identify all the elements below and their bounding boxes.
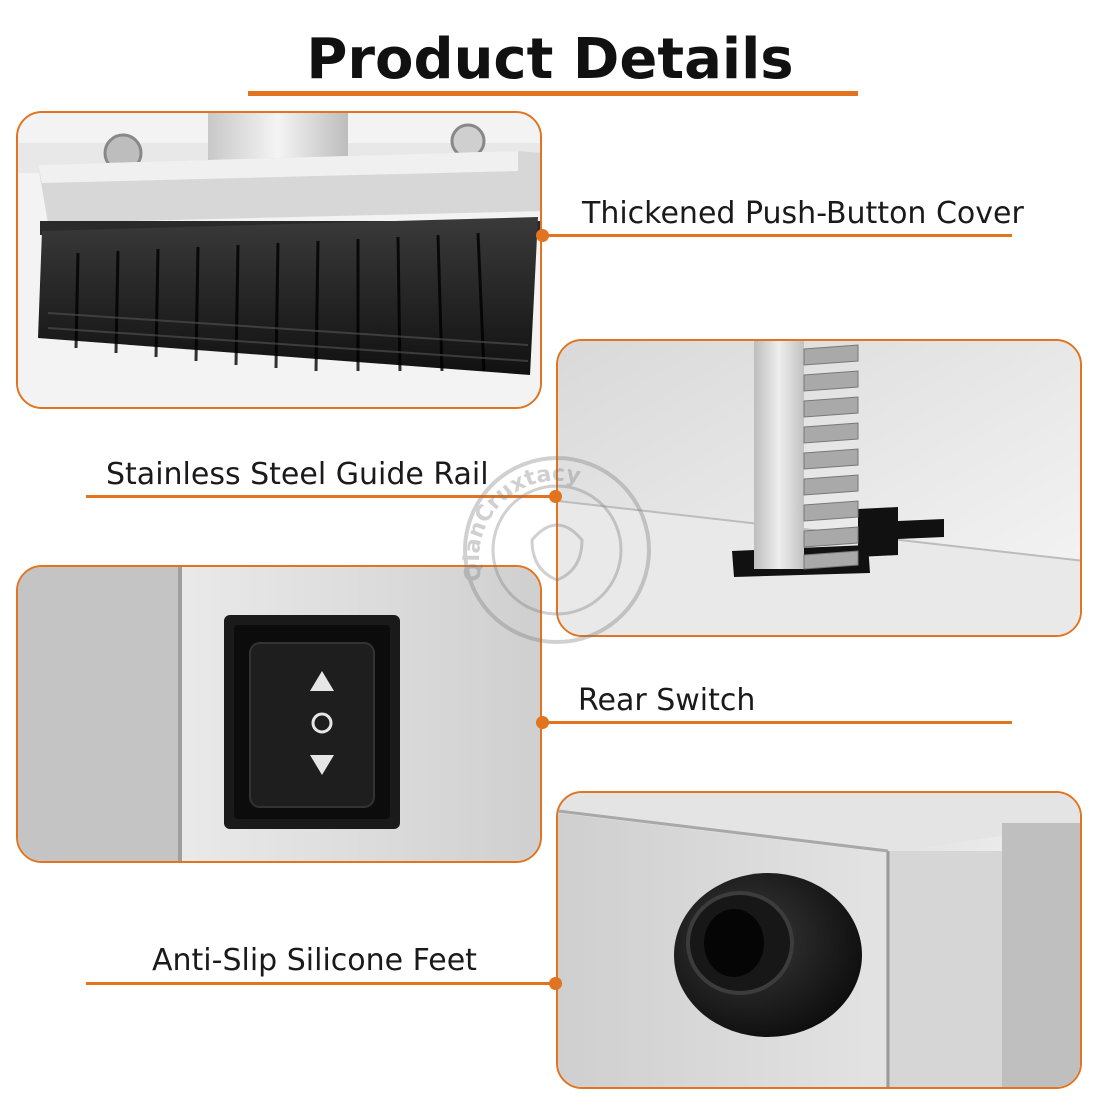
rear-switch-panel — [16, 565, 542, 863]
push-button-cover-panel — [16, 111, 542, 409]
leader-line-silicone-feet — [86, 982, 556, 985]
feature-label-guide-rail: Stainless Steel Guide Rail — [106, 457, 489, 492]
leader-line-guide-rail — [86, 495, 556, 498]
leader-dot-push-button-cover — [536, 229, 549, 242]
title-underline — [248, 91, 858, 96]
feature-label-silicone-feet: Anti-Slip Silicone Feet — [152, 943, 477, 978]
page-title: Product Details — [306, 27, 794, 92]
leader-dot-rear-switch — [536, 716, 549, 729]
leader-dot-guide-rail — [549, 490, 562, 503]
feature-label-push-button-cover: Thickened Push-Button Cover — [582, 196, 1024, 231]
leader-line-push-button-cover — [544, 234, 1012, 237]
guide-rail-image — [558, 341, 1080, 635]
leader-line-rear-switch — [544, 721, 1012, 724]
rocker-switch-image — [18, 567, 540, 861]
watermark-text: QianCruxtacy — [460, 461, 583, 583]
leader-dot-silicone-feet — [549, 977, 562, 990]
guide-rail-panel — [556, 339, 1082, 637]
feature-label-rear-switch: Rear Switch — [578, 683, 756, 718]
silicone-feet-panel — [556, 791, 1082, 1089]
silicone-foot-image — [558, 793, 1080, 1087]
watermark-logo: QianCruxtacy — [460, 456, 651, 644]
push-button-cover-image — [18, 113, 540, 407]
